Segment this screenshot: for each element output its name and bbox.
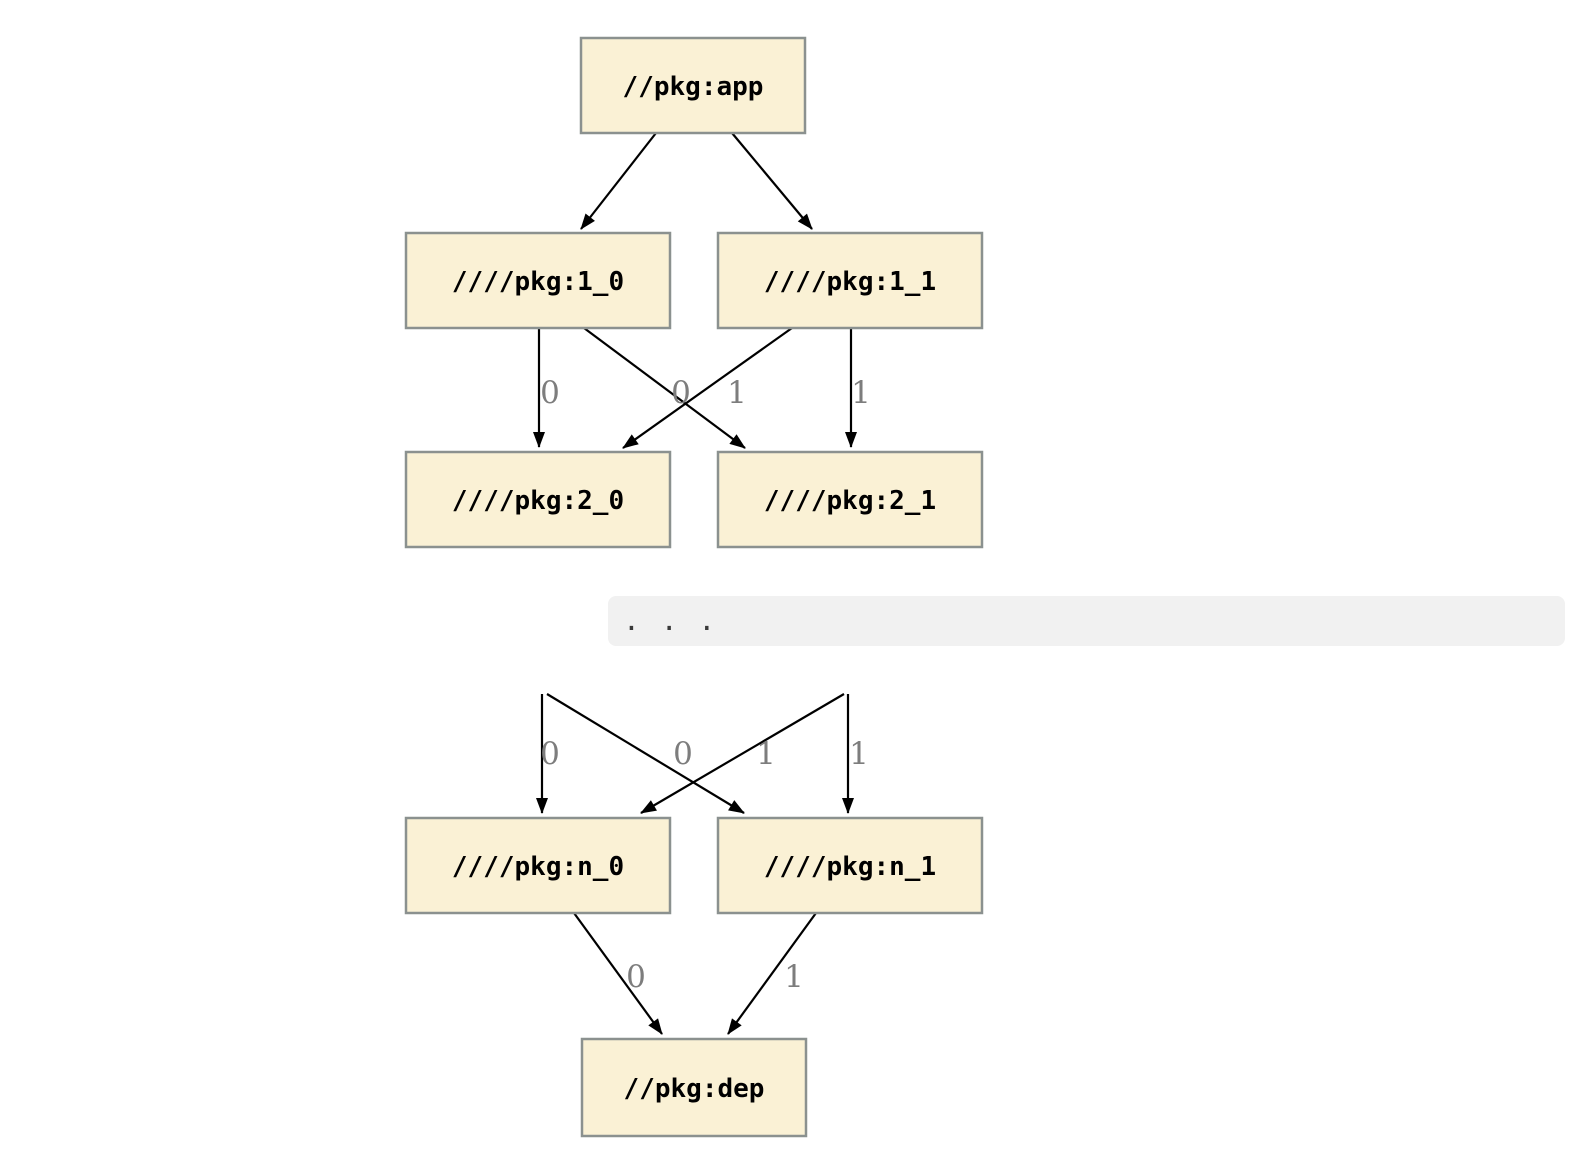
edge-label: 1	[727, 375, 747, 411]
node-dep: //pkg:dep	[580, 1037, 808, 1138]
node-pkg-1_0: ////pkg:1_0	[404, 231, 672, 330]
node-pkg-2_0: ////pkg:2_0	[404, 450, 672, 549]
ellipsis-text: . . .	[623, 604, 718, 637]
edge-label: 0	[671, 375, 691, 411]
node-label: ////pkg:2_0	[452, 486, 624, 516]
node-label: ////pkg:n_0	[452, 852, 624, 882]
edge-n_0-to-dep	[573, 912, 663, 1035]
edge-hidden-left-to-n_1	[546, 693, 745, 814]
edge-label: 1	[784, 959, 804, 995]
node-box	[716, 450, 984, 549]
node-pkg-n_0: ////pkg:n_0	[404, 816, 672, 915]
edge-app-to-1_1	[731, 132, 813, 230]
node-box	[404, 231, 672, 330]
node-label: //pkg:app	[623, 72, 764, 102]
edge-app-to-1_0	[580, 132, 657, 230]
edge-label: 0	[540, 375, 560, 411]
node-box	[404, 816, 672, 915]
node-box	[579, 36, 807, 135]
edge-n_1-to-dep	[727, 912, 817, 1035]
edge-hidden-right-to-n_0	[640, 693, 845, 814]
node-pkg-n_1: ////pkg:n_1	[716, 816, 984, 915]
edge-label: 0	[626, 959, 646, 995]
node-pkg-1_1: ////pkg:1_1	[716, 231, 984, 330]
edge-label: 0	[673, 736, 693, 772]
node-app: //pkg:app	[579, 36, 807, 135]
edge-1_1-to-2_0	[622, 327, 793, 449]
node-label: ////pkg:n_1	[764, 852, 936, 882]
node-box	[716, 231, 984, 330]
edge-label: 1	[756, 736, 776, 772]
node-box	[716, 816, 984, 915]
node-box	[580, 1037, 808, 1138]
node-label: ////pkg:1_0	[452, 267, 624, 297]
node-label: ////pkg:2_1	[764, 486, 936, 516]
edge-1_0-to-2_1	[583, 327, 746, 449]
node-pkg-2_1: ////pkg:2_1	[716, 450, 984, 549]
edge-label: 0	[540, 736, 560, 772]
edge-label: 1	[849, 736, 869, 772]
node-label: ////pkg:1_1	[764, 267, 936, 297]
edge-label: 1	[851, 375, 871, 411]
node-label: //pkg:dep	[624, 1074, 765, 1104]
node-box	[404, 450, 672, 549]
ellipsis-bar: . . .	[608, 596, 1565, 646]
